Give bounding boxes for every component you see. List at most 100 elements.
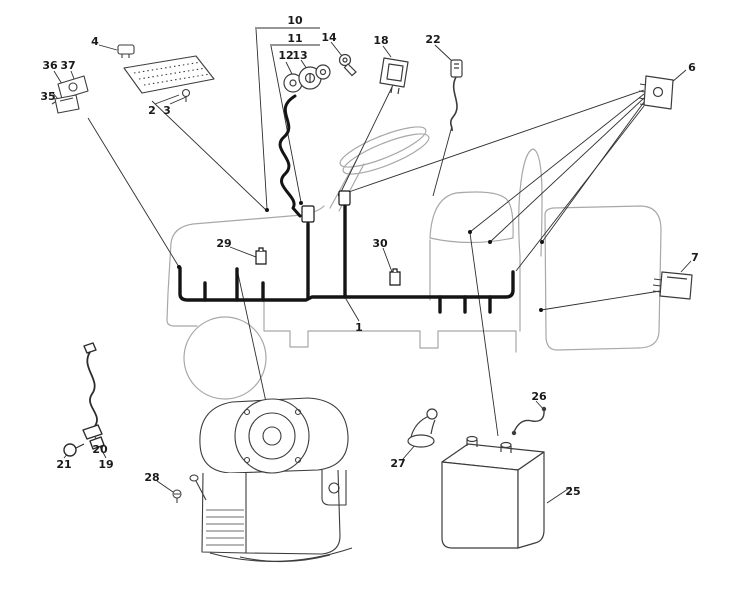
screw-28-slot [174,493,180,503]
engine-base-lower [239,554,331,563]
part-label-11: 11 [287,32,302,45]
battery-side-face [517,451,545,549]
engine-flywheel-mid [248,412,296,460]
ignition-switch-parts [283,53,357,93]
switch-37-button [68,82,78,92]
part-label-2: 2 [148,104,156,117]
switch-18 [379,57,409,95]
leader-35-to-harness [87,117,180,268]
bulb-21-base [75,443,85,449]
switch-18-rocker [386,63,404,82]
leader-14 [330,41,343,57]
harness-connectors [255,190,401,286]
connector-22-wire [449,76,458,132]
relay-7-body [659,271,693,300]
connector-22-detail [454,63,459,69]
terminal-boot-27 [407,408,438,448]
cable-26-end-2 [541,406,547,412]
switch-35-body [54,94,80,114]
boot-cap [426,408,438,420]
part-label-19: 19 [98,458,113,471]
key-head-hole [342,57,348,63]
boot-body-2 [430,419,436,435]
leader-1 [345,298,360,322]
relay-7-pins [652,278,663,293]
pcb-connector [117,44,135,55]
tractor-outline [166,126,662,400]
part-label-14: 14 [321,31,337,44]
engine-dipstick-handle [189,474,199,482]
underbody-steps [263,299,517,353]
pcb-module [117,44,215,102]
leader-7-long [540,290,661,311]
engine-bolt-3 [243,456,251,464]
part-label-6: 6 [688,61,696,74]
relay-7-detail [666,276,688,280]
leader-2 [154,94,180,105]
cable-clip-29 [255,250,267,265]
dot-connector-b [299,201,303,205]
ignition-washer-12-hole [289,79,297,87]
connector-block-a [301,205,315,223]
leader-6 [671,69,687,83]
engine-muffler-fins [206,509,244,546]
engine-carb-port [328,482,340,494]
leader-3 [169,96,187,105]
front-wire-plug [83,342,97,354]
engine [189,397,353,563]
part-label-12: 12 [278,49,293,62]
connector-block-b [338,190,351,206]
switch-36-37 [57,75,89,100]
ignition-coil-cable [278,94,302,218]
steering-wheel [339,126,427,168]
switch-6 [638,75,674,110]
seat-outline [429,191,514,239]
leader-seat-to-battery [469,232,499,437]
front-wire-assembly [63,342,105,457]
battery-terminal-neg [466,435,478,443]
ignition-nut-hole [319,68,327,76]
pcb-connector-pins [121,54,130,58]
leader-22 [434,44,453,62]
leader-19 [98,444,107,459]
leader-harness-to-engine [236,268,267,403]
leader-10-long [255,28,268,210]
part-label-18: 18 [373,34,388,47]
dot-fender-low [539,308,543,312]
dot-seat-front [468,230,472,234]
part-label-4: 4 [91,35,99,48]
boot-body [410,415,430,438]
pcb-board [123,55,215,94]
leader-11-long [270,45,302,203]
part-label-13: 13 [292,49,307,62]
switch-35-detail [51,97,74,105]
seat-back [518,148,543,257]
key-blade [343,63,357,77]
leader-22-long [432,125,453,197]
leader-lines [51,27,692,504]
dot-connector-a [265,208,269,212]
engine-carb [321,470,347,506]
cable-26-end-1 [511,430,517,436]
switch-6-plunger [652,86,664,98]
part-label-1: 1 [355,321,363,334]
part-label-28: 28 [144,471,159,484]
engine-muffler-box [201,472,247,554]
part-label-27: 27 [390,457,405,470]
engine-bolt-4 [294,456,302,464]
leader-6-fan1 [339,89,645,196]
leader-4 [98,44,118,51]
cable-26-wire [513,409,545,433]
cable-clip-29-tab [258,247,264,251]
leader-30 [382,247,393,273]
battery-cable-26 [511,406,547,436]
leader-6-fan3 [489,97,645,243]
leader-dots [177,193,544,312]
part-label-3: 3 [163,104,171,117]
part-label-29: 29 [216,237,231,250]
wiring-harness [178,94,515,314]
battery-front-face [441,461,519,549]
front-wheel [183,316,267,400]
leader-12 [285,61,293,75]
